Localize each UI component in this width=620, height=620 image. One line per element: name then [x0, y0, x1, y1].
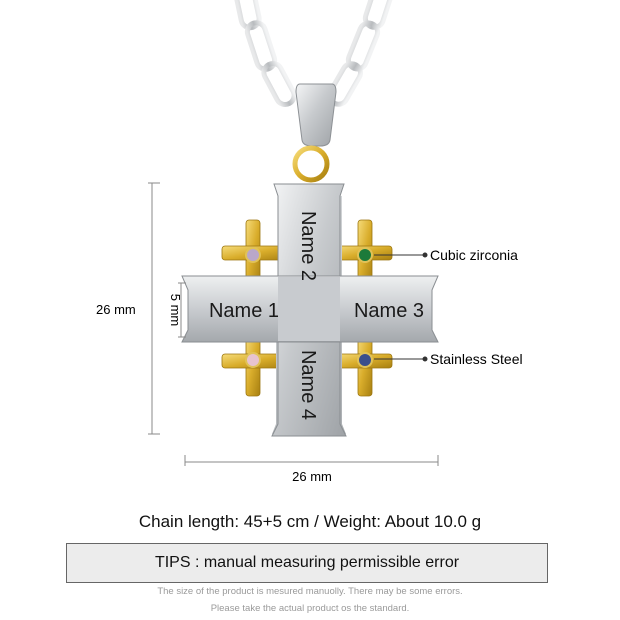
engraving-name-2: Name 2: [297, 211, 319, 281]
callout-lines: [374, 252, 428, 362]
specs-line: Chain length: 45+5 cm / Weight: About 10…: [138, 512, 482, 531]
engraving-name-4: Name 4: [297, 350, 319, 420]
arm-width-label: 5 mm: [168, 294, 183, 327]
note-line-1: The size of the product is mesured manuo…: [157, 586, 463, 597]
note-line-2: Please take the actual product os the st…: [210, 603, 410, 614]
width-label: 26 mm: [292, 469, 332, 484]
height-label: 26 mm: [96, 302, 136, 317]
material-callout-label: Stainless Steel: [430, 351, 523, 367]
stone-bottom-right: [357, 352, 373, 368]
stone-bottom-left: [245, 352, 261, 368]
stone-callout-label: Cubic zirconia: [430, 247, 518, 263]
tips-text: TIPS : manual measuring permissible erro…: [154, 554, 460, 571]
stones: [245, 247, 373, 368]
dimension-lines: [148, 182, 439, 466]
tips-box: TIPS : manual measuring permissible erro…: [66, 543, 548, 583]
bail: [292, 83, 337, 183]
chain: [232, 0, 396, 107]
engravings: Name 1 Name 2 Name 3 Name 4: [209, 211, 424, 420]
engraving-name-1: Name 1: [209, 300, 279, 322]
stone-top-left: [245, 247, 261, 263]
engraving-name-3: Name 3: [354, 300, 424, 322]
main-cross: [181, 183, 439, 437]
stone-top-right: [357, 247, 373, 263]
